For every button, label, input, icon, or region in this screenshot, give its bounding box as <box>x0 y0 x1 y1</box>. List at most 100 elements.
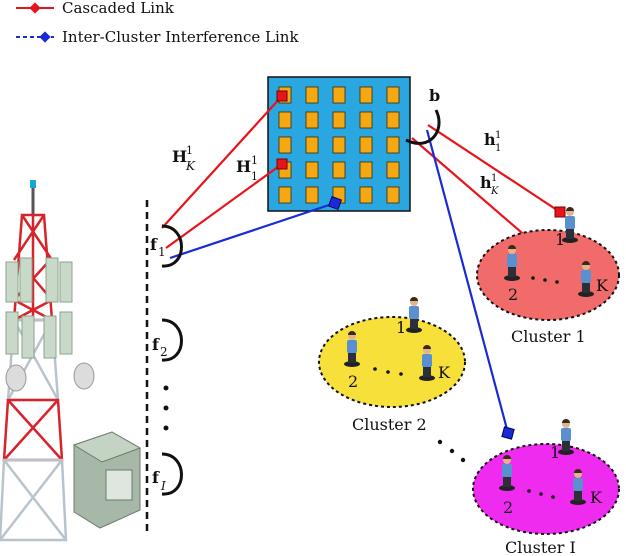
channel-h1K-sub: K <box>490 186 499 197</box>
diamond-icon <box>501 426 515 440</box>
ris-element <box>305 86 319 104</box>
cluster-2-name: Cluster 2 <box>352 415 427 434</box>
ris-element <box>278 136 292 154</box>
beam-fI-main: f <box>152 468 160 487</box>
channel-h11-sub: 1 <box>495 143 501 154</box>
beam-f2-sub: 2 <box>160 345 168 359</box>
ris-element <box>359 86 373 104</box>
beam-arcs <box>161 224 183 496</box>
user-icon <box>570 469 586 505</box>
equipment-shelter <box>72 431 142 529</box>
cluster-i-user-k-label: K <box>590 488 603 507</box>
ris-element <box>278 111 292 129</box>
ris-phase-label: b <box>429 86 440 105</box>
cluster-1-user-k-label: K <box>596 276 609 295</box>
ris-element <box>278 186 292 204</box>
cluster-i-name: Cluster I <box>505 538 576 556</box>
user-icon <box>419 345 435 381</box>
interference-link-bs-ris <box>169 201 336 260</box>
cluster-2-user-1-label: 1 <box>396 318 406 337</box>
cascaded-link-ris-user-1 <box>427 124 561 213</box>
channel-H1K-sub: K <box>185 159 196 173</box>
ris-panel <box>267 76 411 212</box>
ris-element <box>359 136 373 154</box>
ris-element <box>386 136 400 154</box>
cluster-1-user-1-label: 1 <box>555 230 565 249</box>
cluster-1-name: Cluster 1 <box>511 327 586 346</box>
user-icon <box>344 331 360 367</box>
channel-h11-sup: 1 <box>495 130 501 141</box>
user-icon <box>406 297 422 333</box>
ris-element <box>332 136 346 154</box>
channel-h1K-sup: 1 <box>491 173 497 184</box>
beam-f2-main: f <box>152 335 160 354</box>
diamond-icon <box>276 90 288 102</box>
legend-interference-label: Inter-Cluster Interference Link <box>62 28 299 46</box>
channel-H1K-sup: 1 <box>186 144 193 157</box>
user-icon <box>558 419 574 455</box>
beam-fI-sub: I <box>160 479 166 493</box>
interference-link-ris-cluster-i <box>425 129 510 434</box>
ris-element <box>359 111 373 129</box>
beam-arc-fI <box>161 452 183 496</box>
ris-element <box>359 186 373 204</box>
channel-label-H11: H 1 1 <box>236 154 258 183</box>
legend-cascaded-label: Cascaded Link <box>62 0 175 17</box>
users <box>344 207 594 505</box>
diamond-icon <box>29 2 41 14</box>
beam-label-fI: f I <box>152 468 166 493</box>
beam-f1-main: f <box>150 235 158 254</box>
ris-element <box>305 111 319 129</box>
ris-reflection-arc <box>405 109 441 145</box>
ris-element <box>305 186 319 204</box>
beam-label-f2: f 2 <box>152 335 168 359</box>
beam-arc-f2 <box>161 318 183 362</box>
channel-label-h1K: h 1 K <box>480 173 499 197</box>
cluster-i-user-2-label: 2 <box>503 498 513 517</box>
cluster-2-user-2-label: 2 <box>348 372 358 391</box>
ris-element <box>359 161 373 179</box>
ris-element <box>305 161 319 179</box>
channel-H11-main: H <box>236 157 251 176</box>
base-station-tower <box>0 180 142 542</box>
cascaded-link-bs-ris-1 <box>165 163 283 249</box>
cluster-i-user-1-label: 1 <box>550 443 560 462</box>
ris-element <box>332 111 346 129</box>
channel-H11-sub: 1 <box>251 170 258 183</box>
channel-label-H1K: H 1 K <box>172 144 196 173</box>
beam-f1-sub: 1 <box>158 245 166 259</box>
ris-element <box>386 186 400 204</box>
ris-element <box>332 161 346 179</box>
channel-H1K-main: H <box>172 147 187 166</box>
channel-H11-sup: 1 <box>251 154 258 167</box>
user-icon <box>562 207 578 243</box>
user-icon <box>504 245 520 281</box>
diamond-icon <box>276 158 288 170</box>
cluster-2-user-k-label: K <box>438 363 451 382</box>
ris-element <box>305 136 319 154</box>
user-icon <box>499 455 515 491</box>
ris-element <box>386 86 400 104</box>
channel-h1K-main: h <box>480 173 492 192</box>
beam-dots <box>163 385 169 431</box>
cluster-1-user-2-label: 2 <box>508 285 518 304</box>
cluster-2 <box>318 316 466 408</box>
ris-element <box>386 161 400 179</box>
diamond-icon <box>327 195 343 211</box>
diamond-icon <box>554 206 566 218</box>
legend-cascaded: Cascaded Link <box>16 0 175 17</box>
ris-element <box>332 86 346 104</box>
beam-arc-f1 <box>161 224 183 268</box>
beam-label-f1: f 1 <box>150 235 166 259</box>
cascaded-link-bs-ris-k <box>161 95 283 229</box>
user-icon <box>578 261 594 297</box>
ris-element <box>386 111 400 129</box>
user-dots <box>373 276 559 499</box>
cluster-dots <box>437 439 466 463</box>
cluster-1 <box>476 229 620 321</box>
channel-label-h11: h 1 1 <box>484 130 501 154</box>
diamond-icon <box>39 31 51 43</box>
legend-interference: Inter-Cluster Interference Link <box>16 28 299 46</box>
channel-h11-main: h <box>484 130 496 149</box>
